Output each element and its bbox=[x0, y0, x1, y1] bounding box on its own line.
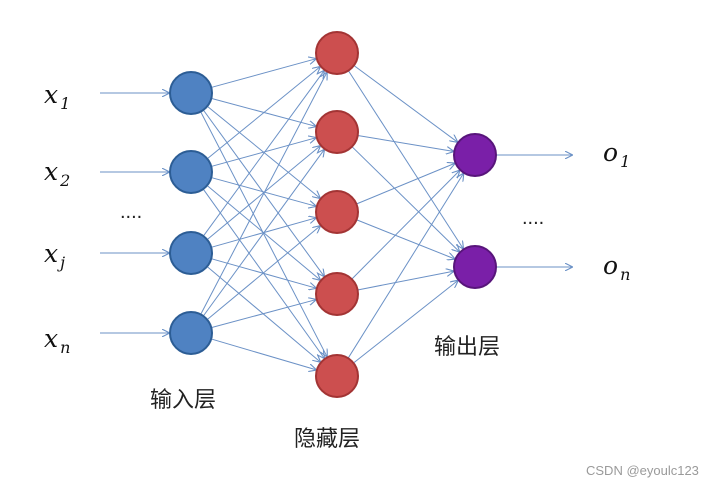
connection-input1-hidden1 bbox=[211, 59, 316, 88]
connection-input4-hidden4 bbox=[211, 300, 315, 329]
hidden-node-5 bbox=[315, 354, 359, 398]
hidden-layer-label: 隐藏层 bbox=[294, 427, 360, 452]
connection-hidden4-output2 bbox=[357, 271, 454, 291]
node-layer bbox=[169, 31, 497, 398]
connection-hidden5-output2 bbox=[353, 281, 457, 364]
io-arrows bbox=[100, 93, 572, 333]
input-node-4 bbox=[169, 311, 213, 355]
output-node-1 bbox=[453, 133, 497, 177]
connection-hidden3-output2 bbox=[356, 219, 455, 259]
output-node-2 bbox=[453, 245, 497, 289]
watermark-text: CSDN @eyoulc123 bbox=[586, 463, 699, 478]
input-node-1 bbox=[169, 71, 213, 115]
connection-hidden4-output1 bbox=[351, 171, 460, 280]
connection-hidden1-output2 bbox=[347, 70, 463, 249]
connection-hidden2-output2 bbox=[351, 146, 459, 252]
connection-layer bbox=[200, 59, 464, 370]
hidden-node-1 bbox=[315, 31, 359, 75]
connection-hidden1-output1 bbox=[353, 65, 457, 141]
connection-input4-hidden1 bbox=[200, 73, 327, 315]
connection-input4-hidden5 bbox=[211, 338, 316, 370]
connection-input4-hidden2 bbox=[202, 150, 324, 317]
connection-hidden3-output1 bbox=[356, 163, 454, 205]
connection-hidden2-output1 bbox=[357, 134, 454, 151]
hidden-node-2 bbox=[315, 110, 359, 154]
connection-input1-hidden5 bbox=[200, 111, 327, 357]
connection-input2-hidden3 bbox=[211, 177, 316, 207]
output-ellipsis: .... bbox=[522, 207, 544, 229]
connection-hidden5-output1 bbox=[347, 174, 463, 359]
hidden-node-4 bbox=[315, 272, 359, 316]
output-layer-label: 输出层 bbox=[434, 335, 500, 360]
connection-input4-hidden3 bbox=[206, 226, 320, 320]
input-node-2 bbox=[169, 150, 213, 194]
connection-input2-hidden1 bbox=[206, 67, 320, 160]
input-ellipsis: .... bbox=[120, 201, 142, 223]
connection-input3-hidden5 bbox=[206, 266, 320, 362]
input-node-3 bbox=[169, 231, 213, 275]
connection-input3-hidden1 bbox=[202, 71, 324, 237]
connection-input2-hidden2 bbox=[211, 138, 316, 167]
hidden-node-3 bbox=[315, 190, 359, 234]
input-layer-label: 输入层 bbox=[150, 388, 216, 413]
